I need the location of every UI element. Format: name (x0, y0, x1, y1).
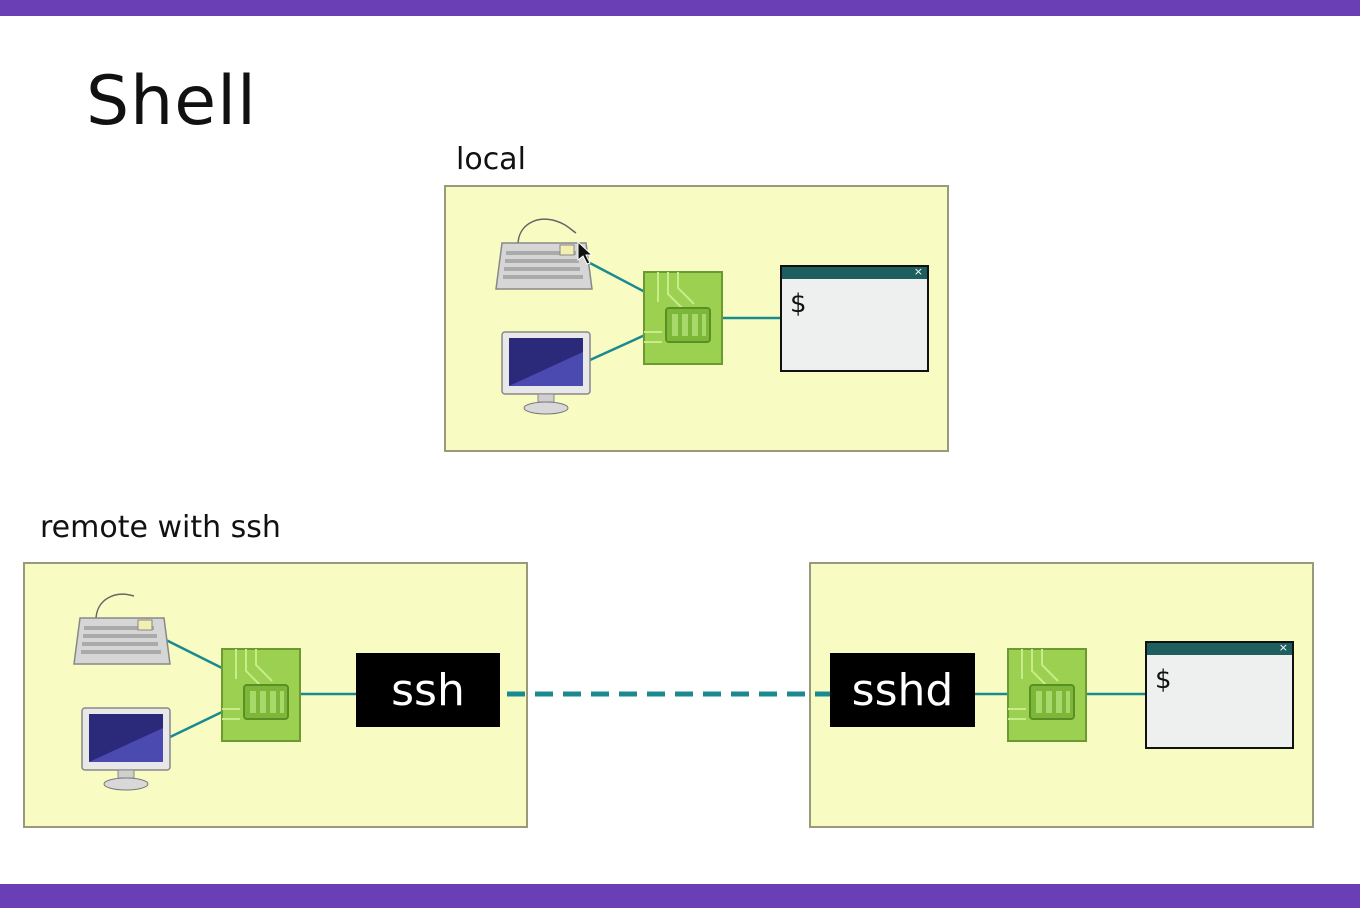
remote-label: remote with ssh (40, 510, 281, 545)
local-label: local (456, 142, 526, 177)
monitor-icon (81, 707, 171, 791)
close-icon: × (913, 265, 923, 278)
chip-icon (643, 271, 723, 365)
terminal-prompt: $ (1155, 665, 1172, 695)
monitor-icon (501, 331, 591, 415)
terminal-titlebar: × (782, 265, 927, 279)
chip-icon (221, 648, 301, 742)
chip-icon (1007, 648, 1087, 742)
sshd-process-box: sshd (830, 653, 975, 727)
terminal-titlebar: × (1147, 641, 1292, 655)
ssh-process-box: ssh (356, 653, 500, 727)
remote-keyboard-link (165, 638, 223, 670)
slide-title: Shell (86, 62, 257, 141)
mouse-cursor-icon (577, 240, 594, 265)
local-monitor-link (589, 333, 646, 362)
close-icon: × (1278, 641, 1288, 654)
top-accent-bar (0, 0, 1360, 16)
remote-monitor-link (167, 710, 223, 740)
keyboard-icon (495, 218, 593, 290)
terminal-prompt: $ (790, 289, 807, 319)
local-terminal-window: × $ (780, 265, 929, 372)
bottom-accent-bar (0, 884, 1360, 908)
local-keyboard-link (587, 260, 646, 294)
keyboard-icon (73, 593, 171, 665)
remote-terminal-window: × $ (1145, 641, 1294, 749)
